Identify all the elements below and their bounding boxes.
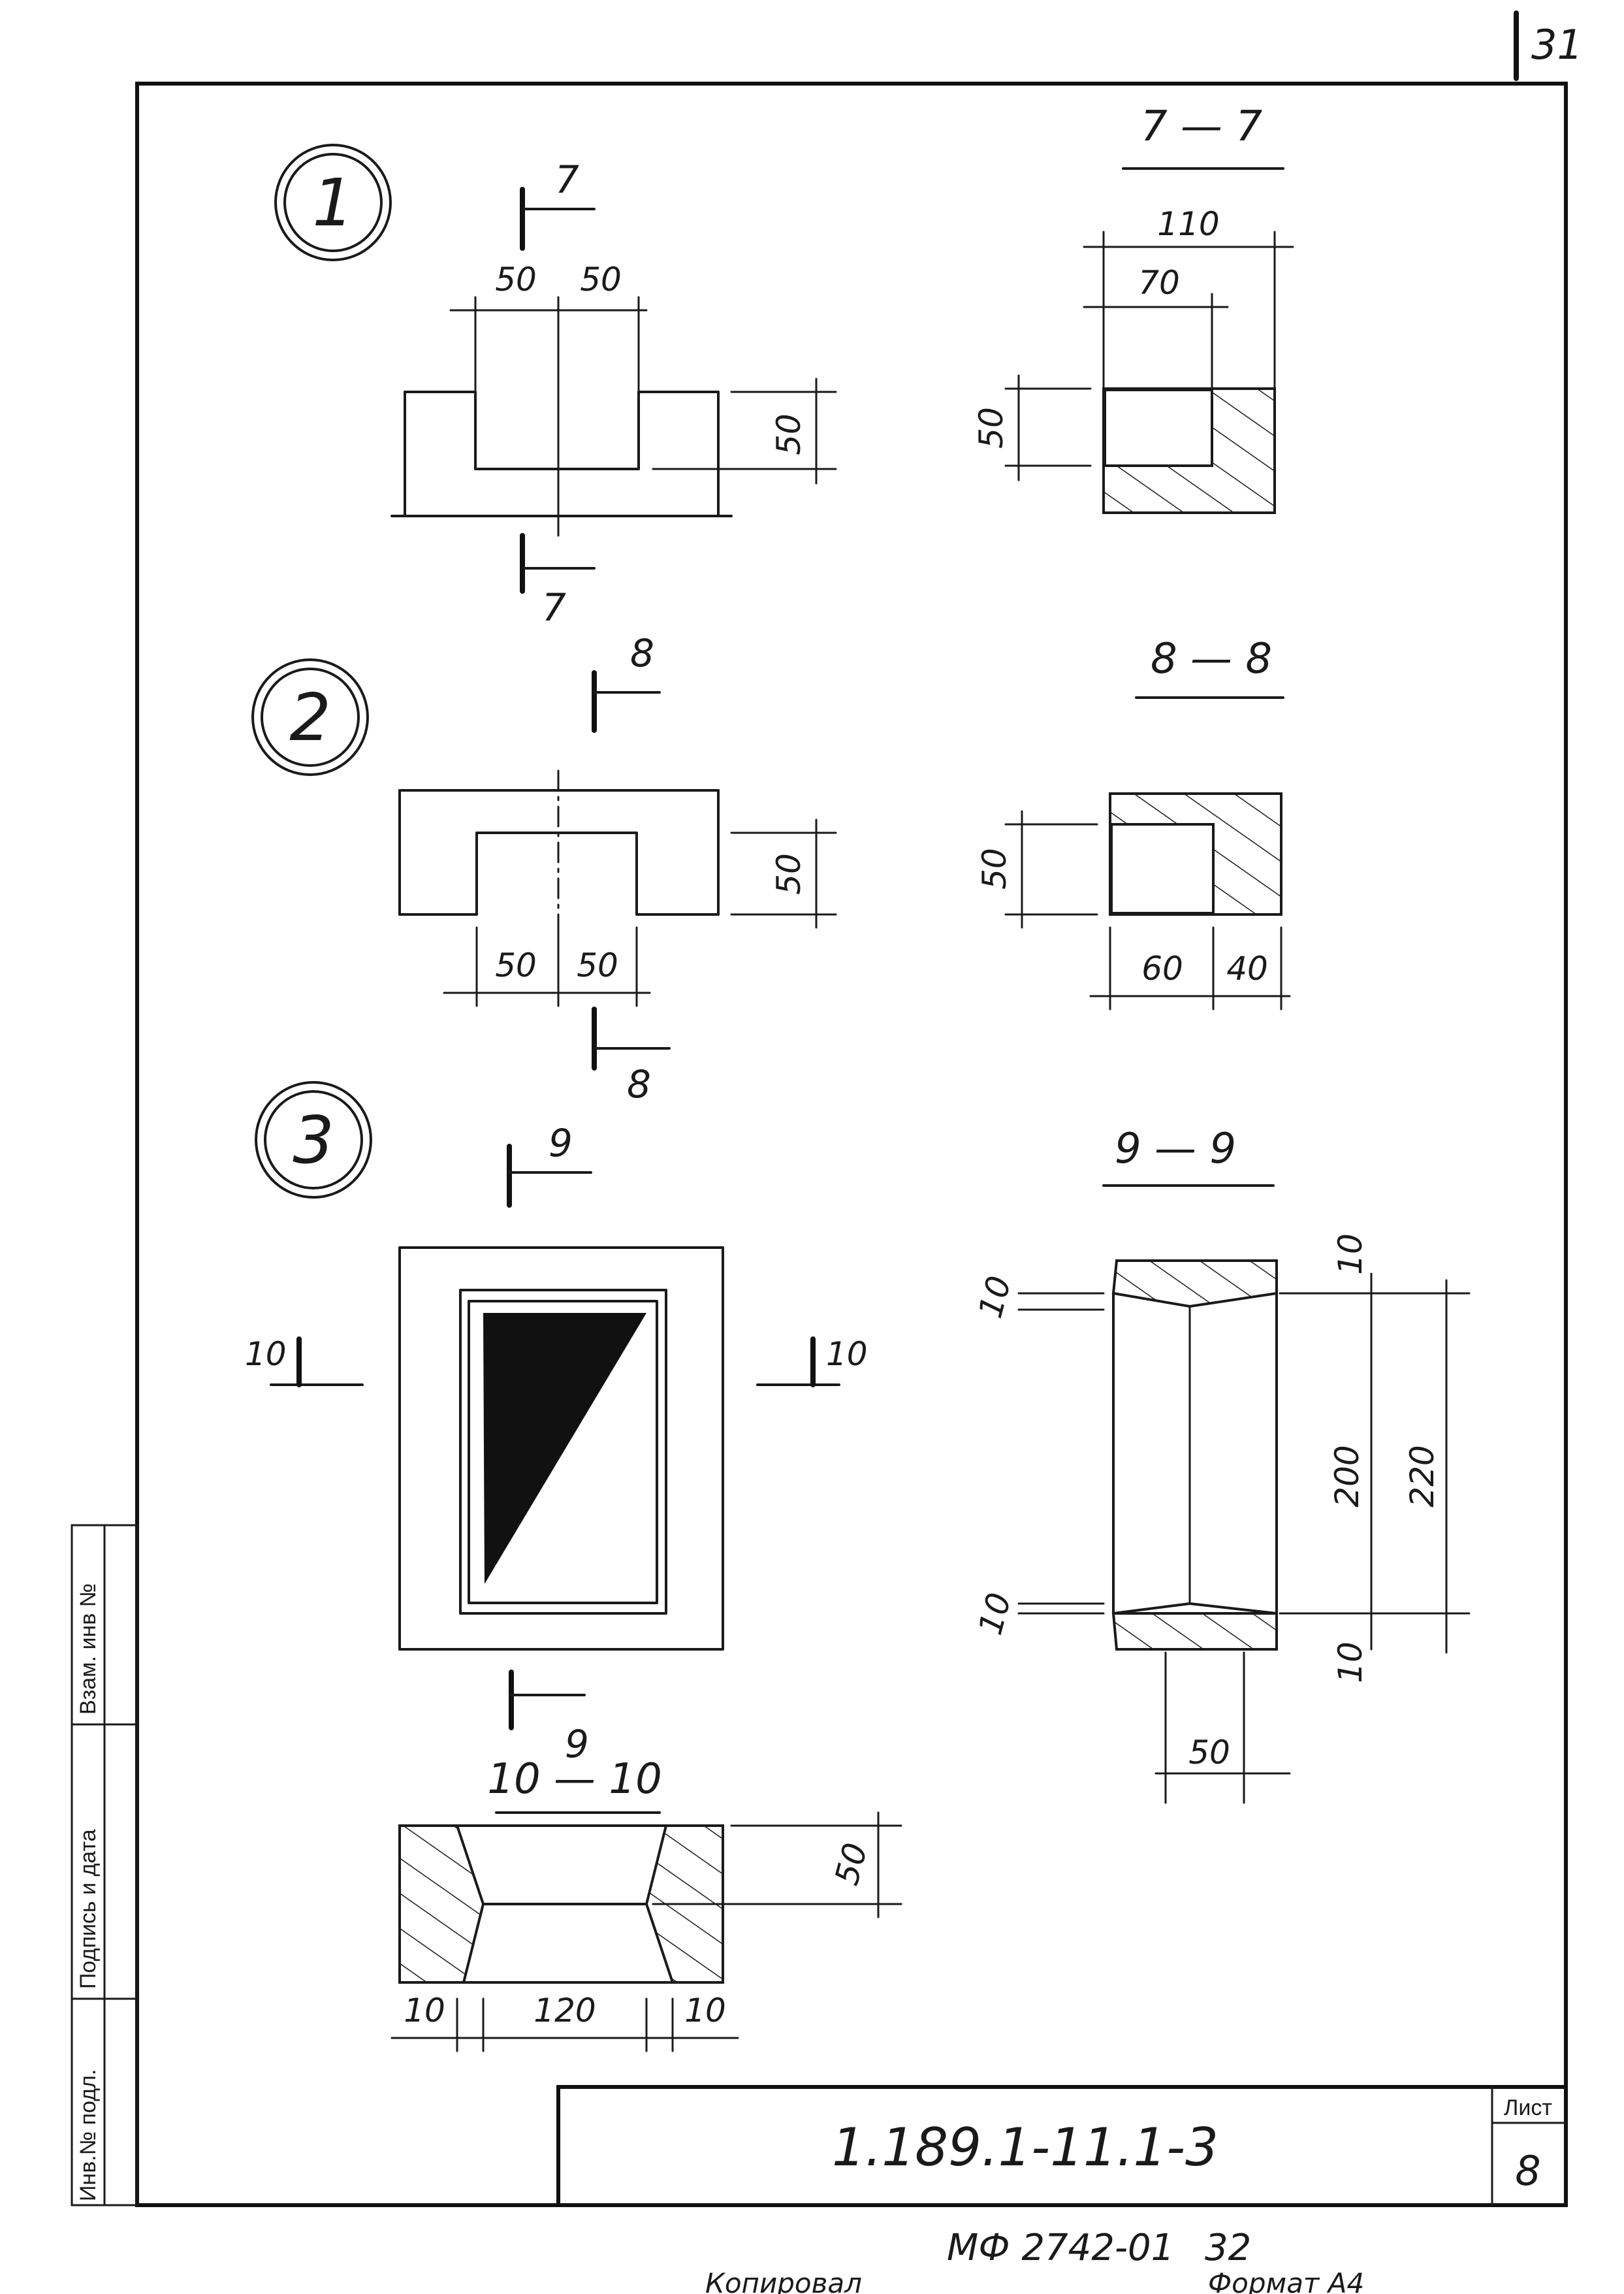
title-block: 1.189.1-11.1-3 Лист 8 xyxy=(556,2085,1568,2207)
detail-3-number: 3 xyxy=(293,1102,334,1178)
section-mark-10-left: 10 xyxy=(245,1335,287,1373)
s9-top-right: 10 xyxy=(1331,1233,1369,1275)
s8-right: 40 xyxy=(1226,950,1268,988)
copied-label: Копировал xyxy=(705,2267,862,2294)
order-sheet: 32 xyxy=(1205,2227,1251,2269)
stamp-inv-orig: Инв.№ подл. xyxy=(76,2069,101,2201)
section-9-9-title: 9 — 9 xyxy=(1115,1125,1236,1173)
footer: МФ 2742-01 32 Копировал Формат А4 xyxy=(705,2227,1364,2294)
d1-left: 50 xyxy=(495,261,537,299)
s8-left: 60 xyxy=(1141,950,1183,988)
s9-bot-left: 10 xyxy=(971,1589,1018,1638)
s10-left: 10 xyxy=(404,1992,445,2029)
detail-1: 1 7 50 50 50 7 xyxy=(274,144,837,630)
stamp-replace-inv: Взам. инв № xyxy=(76,1583,101,1715)
d2-height: 50 xyxy=(770,853,808,895)
s9-bot-right: 10 xyxy=(1331,1641,1369,1683)
section-7-7-title: 7 — 7 xyxy=(1141,103,1262,151)
section-8-8-title: 8 — 8 xyxy=(1151,635,1272,683)
drawing-frame xyxy=(135,82,1568,2207)
doc-code: 1.189.1-11.1-3 xyxy=(832,2117,1218,2178)
d2-right: 50 xyxy=(577,946,618,984)
s10-height: 50 xyxy=(827,1839,874,1888)
section-10-10-title: 10 — 10 xyxy=(487,1755,662,1803)
stamp-signature-date: Подпись и дата xyxy=(76,1829,101,1989)
detail-2: 2 8 50 50 50 8 xyxy=(251,631,837,1107)
section-7-7: 7 — 7 110 70 50 xyxy=(972,103,1294,514)
section-mark-7-bottom: 7 xyxy=(542,585,566,630)
section-mark-9-top: 9 xyxy=(549,1121,573,1165)
section-mark-8-top: 8 xyxy=(630,631,654,675)
page-number-mark: 31 xyxy=(1514,10,1583,81)
side-stamp: Взам. инв № Подпись и дата Инв.№ подл. xyxy=(71,1524,138,2206)
s9-inner: 200 xyxy=(1328,1445,1366,1507)
s9-width: 50 xyxy=(1188,1734,1230,1771)
section-mark-10-right: 10 xyxy=(826,1335,868,1373)
section-10-10: 10 — 10 50 10 120 10 xyxy=(390,1755,902,2052)
d2-left: 50 xyxy=(495,946,537,984)
sheet-number: 8 xyxy=(1515,2147,1540,2195)
s9-top-left: 10 xyxy=(971,1272,1018,1321)
section-mark-9-bottom: 9 xyxy=(565,1722,589,1766)
s7-height: 50 xyxy=(972,407,1010,449)
s8-height: 50 xyxy=(976,848,1013,890)
s7-inner: 70 xyxy=(1138,264,1180,302)
section-mark-8-bottom: 8 xyxy=(627,1062,651,1107)
section-mark-7-top: 7 xyxy=(555,157,579,202)
detail-3: 3 9 10 10 9 xyxy=(245,1081,868,1766)
sheet-label: Лист xyxy=(1504,2095,1552,2120)
s10-right: 10 xyxy=(684,1992,726,2029)
s9-outer: 220 xyxy=(1403,1445,1441,1507)
d1-right: 50 xyxy=(580,261,622,299)
detail-1-number: 1 xyxy=(312,165,354,241)
page-number: 31 xyxy=(1531,21,1583,69)
section-8-8: 8 — 8 50 60 40 xyxy=(976,635,1291,1010)
d1-height: 50 xyxy=(770,413,808,455)
order-code: МФ 2742-01 xyxy=(947,2227,1174,2269)
s10-mid: 120 xyxy=(533,1992,596,2029)
section-9-9: 9 — 9 10 10 200 220 10 10 50 xyxy=(971,1125,1471,1804)
s7-total: 110 xyxy=(1157,205,1219,243)
detail-2-number: 2 xyxy=(289,679,331,756)
format-label: Формат А4 xyxy=(1208,2267,1364,2294)
